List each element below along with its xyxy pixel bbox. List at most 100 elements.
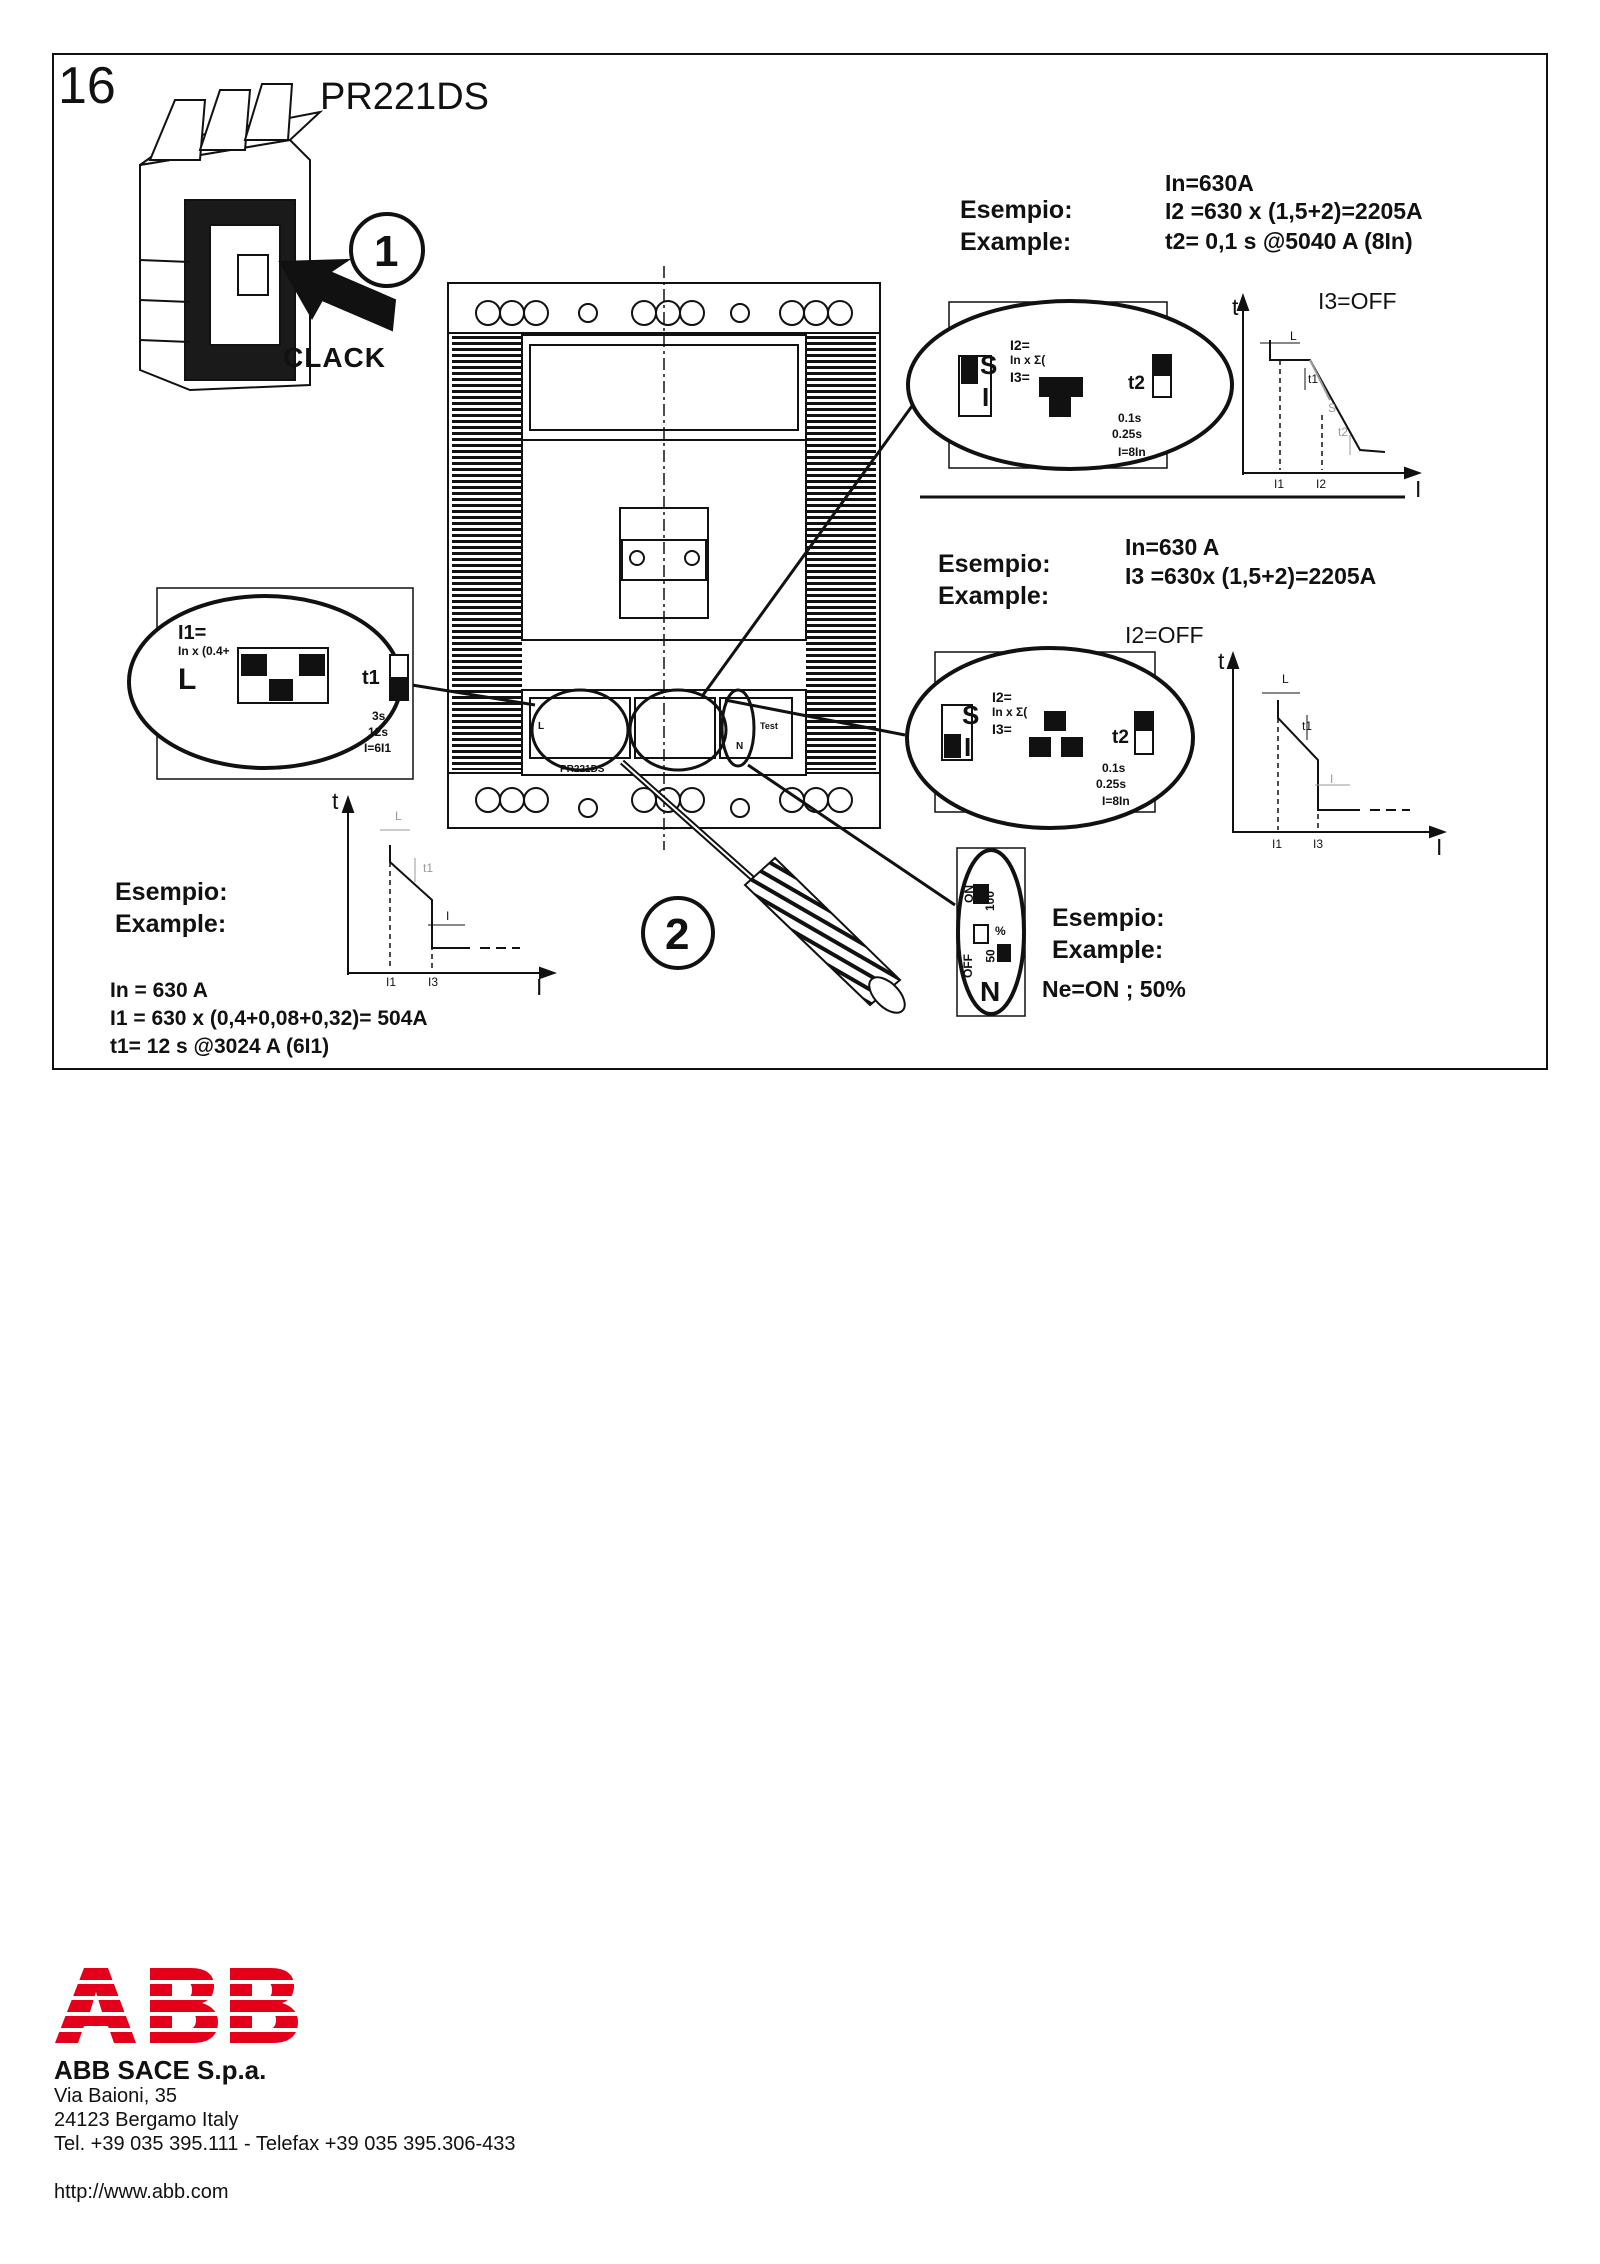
callout-n-50: 50 [983,949,998,963]
breaker-n: N [736,741,744,752]
example-i-curve-note: I2=OFF [1125,622,1204,648]
example-s-line1: In=630A [1165,170,1254,196]
callout-n-on: ON [962,885,976,903]
callout-s-opt3: I=8In [1118,445,1146,459]
callout-i-time: t2 [1112,727,1129,748]
curve-s-l-label: L [1290,329,1297,343]
callout-i-opt2: 0.25s [1096,777,1127,791]
callout-s-time: t2 [1128,373,1145,394]
callout-n-function: N [980,976,1001,1007]
callout-l-opt1: 3s [372,709,386,723]
curve-l-i-label: I [446,909,450,923]
curve-l-i1: I1 [386,975,397,989]
callout-i-setting3: I3= [992,721,1012,737]
callout-l-opt3: I=6I1 [364,741,392,755]
callout-l-opt2: 12s [368,725,389,739]
example-i-line1: In=630 A [1125,534,1220,560]
callout-s-formula: In x Σ( [1010,353,1046,367]
curve-l-l-label: L [395,809,402,823]
curve-s-axis-i: I [1415,476,1422,502]
example-n-label-it: Esempio: [1052,904,1165,932]
callout-l-setting: I1= [178,622,207,644]
curve-i-i1: I1 [1272,837,1283,851]
curve-i-i-label: I [1330,772,1334,786]
example-s-line2: I2 =630 x (1,5+2)=2205A [1165,198,1423,224]
callout-s-function-s: S [980,350,998,380]
example-l-line3: t1= 12 s @3024 A (6I1) [110,1035,330,1058]
example-s-label-en: Example: [960,228,1072,256]
callout-l-formula: In x (0.4+ [178,644,230,658]
curve-i-i3: I3 [1313,837,1324,851]
abb-logo [50,1968,302,2043]
curve-s-s-label: S [1328,401,1337,415]
step-1-number: 1 [374,227,399,276]
company-street: Via Baioni, 35 [54,2085,178,2107]
curve-s-i2: I2 [1316,477,1327,491]
example-l-label-en: Example: [115,910,227,938]
curve-i-axis-t: t [1218,648,1225,674]
example-s-curve-note: I3=OFF [1318,288,1397,314]
curve-i [1226,651,1447,839]
example-i-label-en: Example: [938,582,1050,610]
curve-i-t1: t1 [1302,719,1313,733]
callout-s-opt1: 0.1s [1118,411,1142,425]
callout-s-setting: I2= [1010,337,1030,353]
curve-l-axis-t: t [332,788,339,814]
callout-l-time: t1 [362,667,380,689]
callout-i-opt1: 0.1s [1102,761,1126,775]
curve-l-t1: t1 [423,861,434,875]
example-n-label-en: Example: [1052,936,1164,964]
curve-l [341,795,557,980]
callout-n-100: 100 [983,890,998,912]
company-phone: Tel. +39 035 395.111 - Telefax +39 035 3… [54,2133,516,2155]
step-2-number: 2 [665,910,690,959]
callout-s-opt2: 0.25s [1112,427,1143,441]
curve-s-axis-t: t [1232,294,1239,320]
example-s-line3: t2= 0,1 s @5040 A (8In) [1165,228,1413,254]
callout-i-function-s: S [962,700,980,730]
callout-n [956,847,1026,1017]
company-city: 24123 Bergamo Italy [54,2109,239,2131]
figure-frame [52,53,1548,1070]
example-s-label-it: Esempio: [960,196,1073,224]
company-website-link[interactable]: http://www.abb.com [54,2181,229,2203]
curve-s-t1: t1 [1308,372,1319,386]
step-1-circle [349,212,425,288]
curve-s-t2: t2 [1338,425,1349,439]
callout-i-setting: I2= [992,689,1012,705]
breaker-front [447,266,881,850]
example-i-line2: I3 =630x (1,5+2)=2205A [1125,563,1377,589]
model-title: PR221DS [320,76,489,118]
callout-s-setting3: I3= [1010,369,1030,385]
breaker-isometric [139,83,324,392]
clack-label: CLACK [283,342,386,373]
leader-lines [411,394,956,907]
breaker-unit-name: PR221DS [560,764,605,775]
push-arrow [278,258,397,332]
callout-i-opt3: I=8In [1102,794,1130,808]
curve-i-l-label: L [1282,672,1289,686]
example-i-label-it: Esempio: [938,550,1051,578]
callout-i-formula: In x Σ( [992,705,1028,719]
screwdriver [620,759,906,1014]
breaker-test: Test [760,721,778,731]
curve-s [1236,293,1422,480]
curve-s-i1: I1 [1274,477,1285,491]
company-name: ABB SACE S.p.a. [54,2055,267,2085]
callout-s [906,299,1234,471]
trip-unit-zoom-rings [530,688,756,772]
example-n-line1: Ne=ON ; 50% [1042,976,1186,1002]
callout-i [905,646,1195,830]
callout-l-function: L [178,663,197,696]
callout-l [127,587,414,780]
example-l-line1: In = 630 A [110,979,208,1002]
example-l-label-it: Esempio: [115,878,228,906]
step-2-circle [641,896,715,970]
figure-number: 16 [58,57,116,115]
curve-i-axis-i: I [1436,834,1443,860]
callout-s-function-i: I [982,382,990,412]
curve-l-i3: I3 [428,975,439,989]
breaker-l: L [538,721,545,732]
curve-l-axis-i: I [536,974,543,1000]
